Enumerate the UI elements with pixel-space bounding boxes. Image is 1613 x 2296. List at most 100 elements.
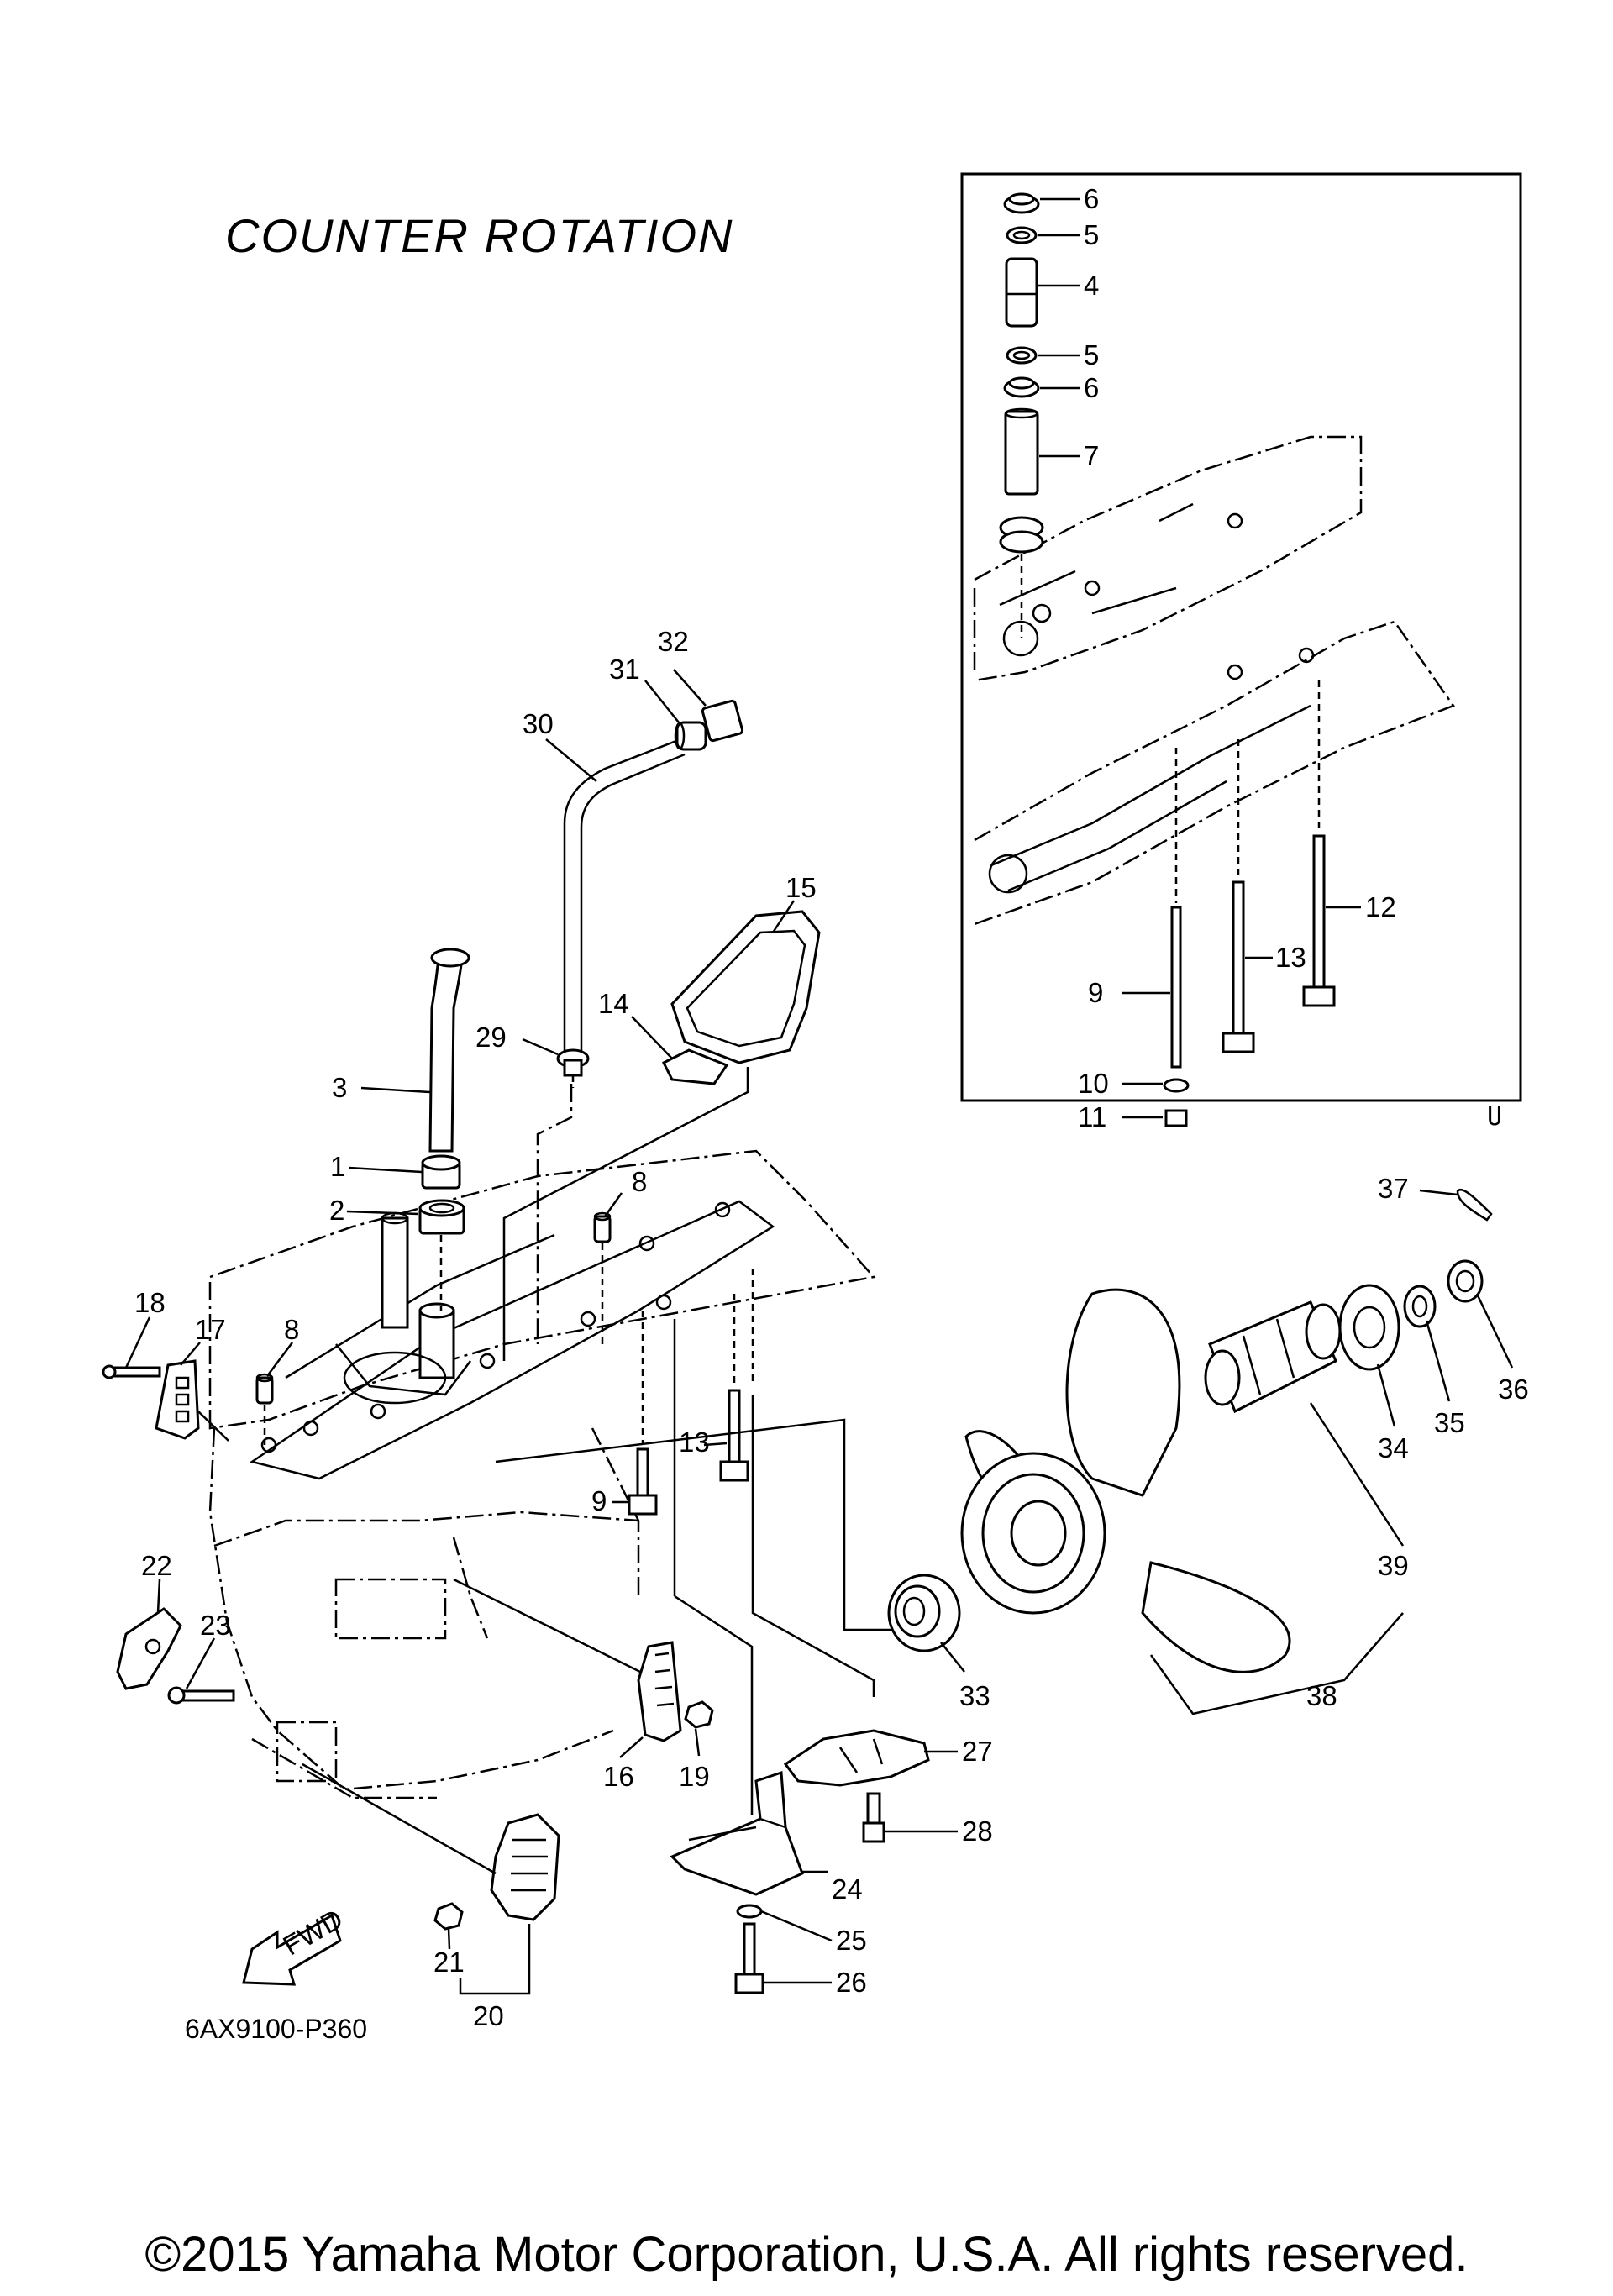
inset-part-13 [1222,880,1255,1053]
callout-27: 27 [962,1736,993,1767]
callout-29: 29 [475,1022,507,1053]
inset-part-4 [1005,257,1038,328]
part-19-nut [684,1700,714,1729]
callout-inset-5b: 5 [1084,339,1099,370]
part-17-anode [155,1359,200,1440]
callout-inset-4: 4 [1084,270,1099,301]
diagram-code: 6AX9100-P360 [185,2014,368,2044]
inset-part-7 [1004,407,1039,496]
callout-21: 21 [433,1947,465,1978]
part-32-clip [701,699,744,743]
part-13-bolt [719,1389,749,1482]
callout-8-left: 8 [284,1314,299,1345]
callout-inset-9: 9 [1088,977,1103,1008]
inset-part-6-bottom [1003,376,1040,398]
inset-upper-casing [973,435,1363,682]
inset-frame [960,172,1522,1102]
callout-inset-6a: 6 [1084,183,1099,214]
part-8-dowel-left [255,1373,274,1405]
callout-19: 19 [679,1761,710,1792]
callout-13: 13 [679,1426,710,1458]
part-8-dowel-right [593,1211,612,1243]
part-38-propeller [960,1288,1291,1673]
part-26-bolt [734,1922,764,1994]
callout-16: 16 [603,1761,634,1792]
callout-15: 15 [785,872,817,903]
part-21-nut [433,1902,464,1931]
part-1-bushing [421,1154,461,1190]
part-18-bolt [102,1364,161,1379]
callout-inset-11: 11 [1078,1101,1106,1132]
part-15-gasket [670,910,821,1064]
part-39-spacer [1204,1300,1342,1414]
callout-37: 37 [1378,1173,1409,1204]
copyright-notice: ©2015 Yamaha Motor Corporation, U.S.A. A… [144,2227,1469,2282]
callout-25: 25 [836,1925,867,1956]
part-22-trimtab [116,1607,182,1690]
part-9-bolt [628,1447,658,1516]
inset-part-5-top [1006,226,1038,244]
part-20-anode [490,1813,560,1921]
callout-inset-13: 13 [1275,942,1306,973]
callout-20: 20 [473,2000,504,2031]
part-28-screw [862,1792,885,1843]
callout-32: 32 [658,626,689,657]
inset-part-9 [1170,906,1182,1069]
callout-inset-12: 12 [1365,891,1396,922]
part-33-hub [887,1574,961,1652]
part-2-grommet [418,1199,465,1235]
callout-inset-5a: 5 [1084,219,1099,250]
callout-26: 26 [836,1967,867,1998]
part-35-washer [1403,1285,1437,1328]
part-14-plate [661,1048,729,1085]
inset-part-10 [1163,1078,1190,1093]
callout-8-right: 8 [632,1166,647,1197]
callout-9: 9 [591,1485,607,1516]
inset-lower-casing [974,620,1455,926]
callout-23: 23 [200,1610,231,1641]
callout-33: 33 [959,1680,990,1711]
callout-28: 28 [962,1815,993,1847]
inset-part-5-bottom [1006,346,1038,365]
inset-part-6-top [1003,192,1040,214]
casing-deck [249,1200,775,1480]
callout-22: 22 [141,1550,172,1581]
callout-34: 34 [1378,1432,1409,1463]
inset-seal [999,516,1044,554]
callout-35: 35 [1434,1407,1465,1438]
callout-17: 17 [195,1314,226,1345]
diagram-title: COUNTER ROTATION [225,209,734,262]
callout-38: 38 [1306,1680,1337,1711]
callout-18: 18 [134,1287,166,1318]
callout-36: 36 [1498,1374,1529,1405]
part-27-plate [783,1729,930,1787]
part-37-pin [1456,1188,1493,1222]
part-30-tube [563,738,686,1059]
callout-39: 39 [1378,1550,1409,1581]
part-25-washer [736,1904,763,1919]
part-24-bracket [670,1770,804,1896]
fwd-arrow: FWD [242,1903,348,1986]
inset-part-12 [1302,834,1336,1007]
callout-3: 3 [332,1072,347,1103]
part-16-anode [637,1641,682,1742]
callout-inset-6b: 6 [1084,372,1099,403]
callout-24: 24 [832,1873,863,1905]
callout-30: 30 [523,708,554,739]
callout-31: 31 [609,654,640,685]
callout-inset-10: 10 [1078,1068,1109,1099]
part-34-washer [1338,1284,1400,1371]
callout-inset-7: 7 [1084,440,1099,471]
lower-casing-body [208,1149,876,1799]
callout-1: 1 [330,1151,345,1182]
callout-2: 2 [329,1195,344,1226]
inset-marker: U [1487,1102,1503,1132]
part-36-nut [1447,1259,1484,1303]
part-23-bolt [167,1686,235,1705]
part-29-grommet [556,1048,590,1077]
pump-housing [335,1211,471,1405]
callout-14: 14 [598,988,629,1019]
inset-part-11 [1164,1109,1188,1127]
